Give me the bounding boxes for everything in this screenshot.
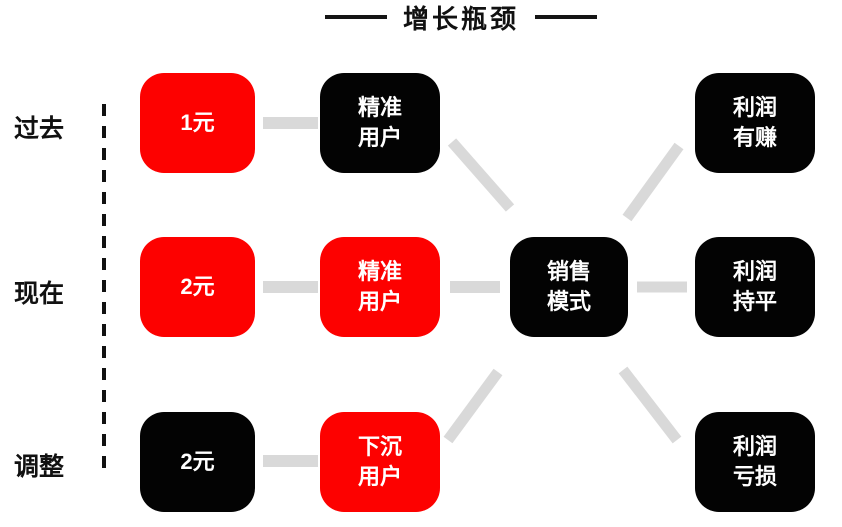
- node-now-cost: 2元: [140, 237, 255, 337]
- node-adjust-profit: 利润 亏损: [695, 412, 815, 512]
- row-label-present: 现在: [13, 280, 64, 308]
- node-now-profit: 利润 持平: [695, 237, 815, 337]
- title-left-line: [324, 15, 387, 19]
- node-past-cost: 1元: [140, 73, 255, 173]
- diagram-title: 增长瓶颈: [402, 3, 519, 34]
- diagram-title-group: 增长瓶颈: [80, 0, 842, 34]
- node-sales-model: 销售 模式: [510, 237, 628, 337]
- title-right-line: [535, 15, 597, 19]
- connector-salesmodel-pastprofit: [622, 142, 684, 222]
- node-adjust-users: 下沉 用户: [320, 412, 440, 512]
- node-adjust-cost: 2元: [140, 412, 255, 512]
- node-past-users: 精准 用户: [320, 73, 440, 173]
- row-label-adjustment: 调整: [13, 453, 64, 481]
- node-now-users: 精准 用户: [320, 237, 440, 337]
- connector-adjustusers-salesmodel: [443, 368, 503, 444]
- node-past-profit: 利润 有赚: [695, 73, 815, 173]
- row-label-past: 过去: [13, 115, 64, 143]
- connector-salesmodel-adjustprofit: [618, 366, 682, 444]
- connector-pastusers-salesmodel: [447, 138, 515, 212]
